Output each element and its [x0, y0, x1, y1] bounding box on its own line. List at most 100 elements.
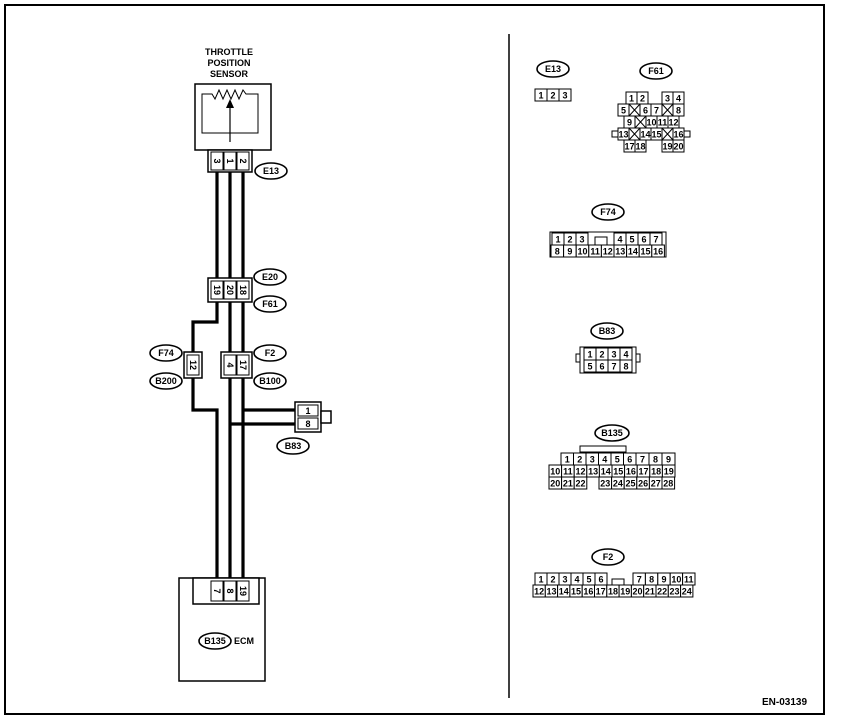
face-f61-pin-20: 20: [673, 142, 683, 152]
face-f61-pin-9: 9: [627, 118, 632, 128]
face-e13-pin-3-cell: [558, 88, 572, 102]
face-e13-tag: [536, 60, 570, 78]
face-b83-pin-1: 1: [587, 350, 592, 360]
face-f2-pin-18: 18: [608, 587, 618, 597]
sensor-title-line1: THROTTLE: [205, 47, 253, 57]
face-b135-pin-5: 5: [615, 455, 620, 465]
face-f61-pin-13: 13: [618, 130, 628, 140]
face-b135-pin-17: 17: [638, 467, 648, 477]
face-b83-pin-7: 7: [611, 362, 616, 372]
ecm-connector: [192, 577, 260, 605]
face-f2-pin-13: 13: [546, 587, 556, 597]
face-f61-pin-20-cell: [672, 139, 685, 153]
face-f74-pin-13: 13: [615, 247, 625, 257]
wires-upper: [215, 172, 245, 278]
face-f61-pin-15: 15: [651, 130, 661, 140]
face-b135-pin-14: 14: [601, 467, 611, 477]
connector-tag-f74: [149, 344, 183, 362]
ecm-pin-7: 7: [212, 588, 222, 593]
face-b135-pin-18: 18: [651, 467, 661, 477]
connector-tag-f74-label: F74: [158, 348, 174, 358]
joint-pin-18: 18: [238, 285, 248, 295]
wires-lower: [191, 378, 295, 578]
face-e13-pin-3: 3: [562, 91, 567, 101]
sensor-pin-2: 2: [238, 158, 248, 163]
face-b135-pin-28: 28: [663, 479, 673, 489]
face-f2-pin-6: 6: [598, 575, 603, 585]
face-f74-pin-7: 7: [653, 235, 658, 245]
connector-tag-b83: [276, 437, 310, 455]
face-f61-latch-left: [611, 130, 619, 138]
face-b83-latch-left: [575, 353, 581, 363]
sensor-pin-3: 3: [212, 158, 222, 163]
sensor-title-line3: SENSOR: [210, 69, 249, 79]
face-f74-pin-4: 4: [617, 235, 622, 245]
ecm-unit: 7 8 19 B135 ECM: [178, 577, 266, 682]
face-b135-pin-20: 20: [550, 479, 560, 489]
face-f74-pin-9: 9: [567, 247, 572, 257]
b83-latch: [320, 410, 332, 424]
throttle-position-sensor: THROTTLE POSITION SENSOR: [194, 47, 272, 151]
face-f74-label: F74: [600, 207, 616, 217]
face-b135-pin-1: 1: [565, 455, 570, 465]
face-b135-pin-19: 19: [664, 467, 674, 477]
face-f74-pin-1: 1: [555, 235, 560, 245]
connector-tag-b200-label: B200: [155, 376, 177, 386]
face-f74-pin-14: 14: [628, 247, 638, 257]
face-f61-label: F61: [648, 66, 664, 76]
face-f74-pin-11: 11: [590, 247, 600, 257]
wires-middle: [191, 302, 245, 352]
face-b83-pin-2: 2: [599, 350, 604, 360]
page-frame: [4, 4, 825, 715]
face-b135-pin-21: 21: [563, 479, 573, 489]
face-f2-label: F2: [603, 552, 614, 562]
connector-tag-f2: [253, 344, 287, 362]
face-b135-pin-15: 15: [613, 467, 623, 477]
joint-e20-f61: 19 20 18 E20 F61: [207, 268, 287, 313]
face-b135-pin-28-cell: [661, 476, 676, 490]
face-f2-key: [611, 578, 625, 586]
face-f2-pin-24-cell: [680, 584, 694, 598]
b83-connector-body: [294, 401, 322, 433]
ecm-pin-8: 8: [225, 588, 235, 593]
face-b135-tag: [594, 424, 630, 442]
figure-code: EN-03139: [762, 697, 807, 708]
face-b135-pin-7: 7: [640, 455, 645, 465]
connector-b83: 1 8 B83: [276, 401, 332, 455]
face-b135-pin-11: 11: [563, 467, 573, 477]
joint-f2-b100: 4 17 F2 B100: [220, 344, 287, 390]
face-f2-pin-11: 11: [684, 575, 694, 585]
face-b135-pin-24: 24: [613, 479, 623, 489]
face-b135-pin-9: 9: [666, 455, 671, 465]
connector-tag-b100-label: B100: [259, 376, 281, 386]
face-f61-pin-1: 1: [629, 94, 634, 104]
face-f61-blank-e-blank-cross: [661, 127, 674, 141]
face-b83-pin-4: 4: [623, 350, 628, 360]
face-f2-pin-16: 16: [583, 587, 593, 597]
face-b135-pin-13: 13: [588, 467, 598, 477]
face-f74-pin-6: 6: [641, 235, 646, 245]
face-b83-pin-6: 6: [599, 362, 604, 372]
joint-pin-12: 12: [188, 360, 198, 370]
face-f74-pin-5: 5: [629, 235, 634, 245]
potentiometer-symbol: [201, 88, 259, 134]
sensor-title-line2: POSITION: [207, 58, 250, 68]
face-b135-pin-8: 8: [653, 455, 658, 465]
face-f2-pin-7: 7: [637, 575, 642, 585]
face-b135-pin-2: 2: [577, 455, 582, 465]
ecm-label: ECM: [234, 636, 254, 646]
face-b83-tag: [590, 322, 624, 340]
face-f2-pin-2: 2: [550, 575, 555, 585]
sensor-connector: 3 1 2 E13: [207, 149, 288, 180]
face-b135-label: B135: [601, 428, 623, 438]
face-f2-pin-23: 23: [669, 587, 679, 597]
face-b83-pin-8: 8: [623, 362, 628, 372]
face-f61-pin-14: 14: [640, 130, 650, 140]
connector-tag-b135: [198, 632, 232, 650]
